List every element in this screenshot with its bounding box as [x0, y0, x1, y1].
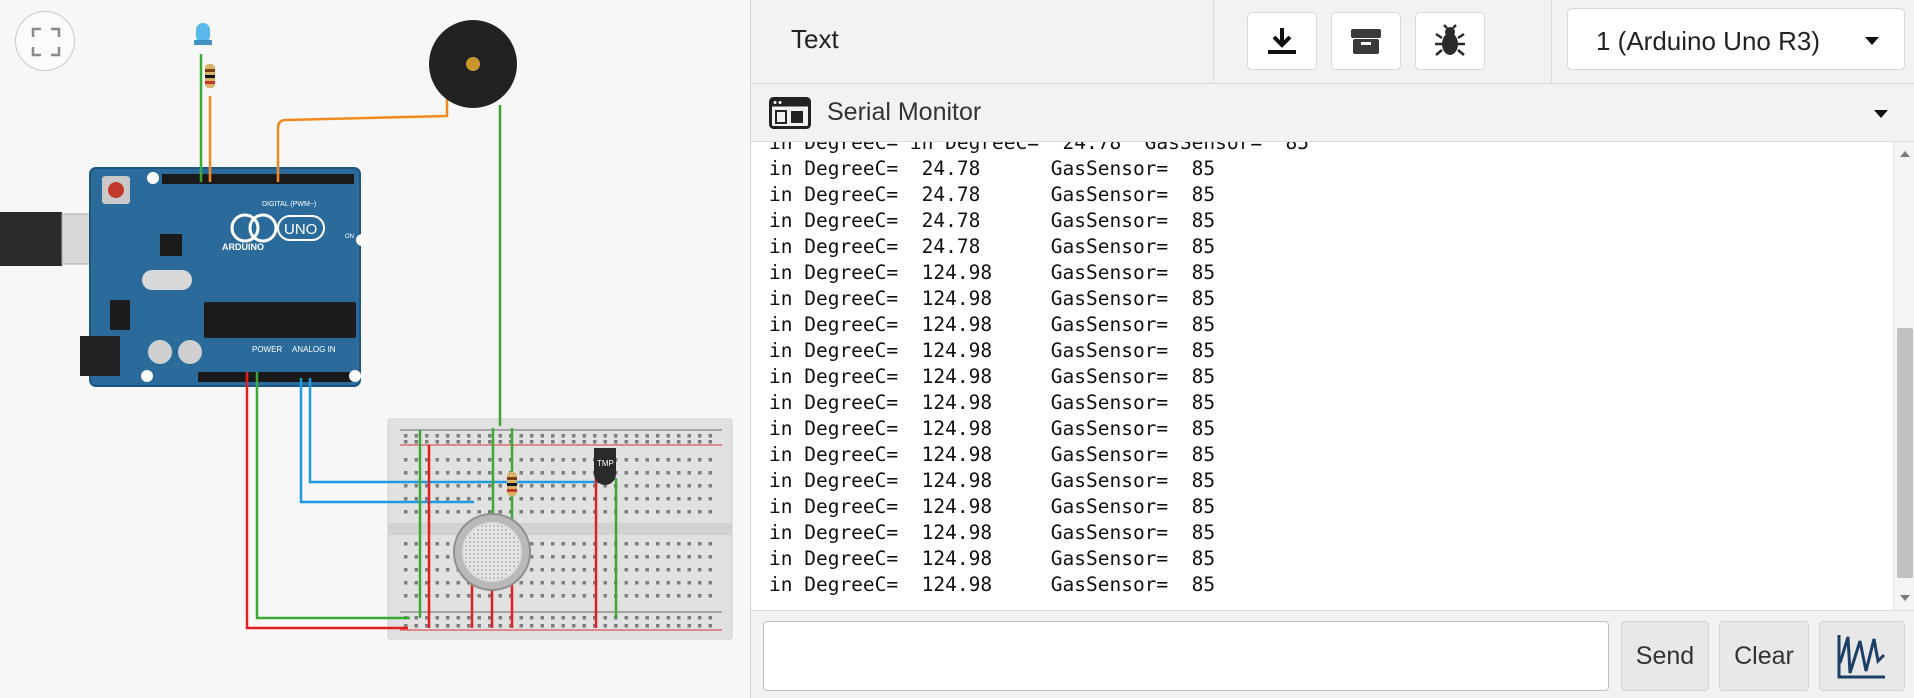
serial-line: in DegreeC= 124.98 GasSensor= 85 [769, 521, 1216, 544]
bug-icon [1435, 24, 1465, 56]
breadboard[interactable] [387, 418, 733, 640]
code-mode-label[interactable]: Text [791, 24, 839, 54]
tmp-sensor-label: TMP [597, 459, 614, 468]
circuit-diagram[interactable]: UNO ARDUINO DIGITAL (PWM~) POWER ANALOG … [0, 0, 750, 698]
code-toolbar: Text 1 (Arduino Uno R3) [751, 0, 1914, 84]
device-select[interactable]: 1 (Arduino Uno R3) [1567, 8, 1905, 70]
power-label: POWER [252, 345, 282, 354]
serial-output[interactable]: in DegreeC= in DegreeC= 24.78 GasSensor=… [751, 142, 1891, 610]
send-button[interactable]: Send [1621, 621, 1709, 691]
fit-to-view-button[interactable] [15, 11, 75, 71]
serial-line: in DegreeC= 124.98 GasSensor= 85 [769, 443, 1216, 466]
led[interactable] [194, 23, 212, 45]
circuit-canvas[interactable]: UNO ARDUINO DIGITAL (PWM~) POWER ANALOG … [0, 0, 750, 698]
fit-to-view-icon [31, 27, 61, 57]
serial-lines: in DegreeC= in DegreeC= 24.78 GasSensor=… [769, 142, 1309, 598]
analog-in-label: ANALOG IN [292, 345, 336, 354]
serial-line: in DegreeC= in DegreeC= 24.78 GasSensor=… [769, 142, 1310, 154]
serial-scrollbar[interactable] [1893, 142, 1914, 610]
plotter-graph-icon [1837, 635, 1886, 679]
scroll-down-icon[interactable] [1899, 594, 1911, 602]
clear-button[interactable]: Clear [1719, 621, 1809, 691]
serial-line: in DegreeC= 24.78 GasSensor= 85 [769, 209, 1216, 232]
serial-line: in DegreeC= 124.98 GasSensor= 85 [769, 391, 1216, 414]
serial-input[interactable] [763, 621, 1609, 691]
graph-button[interactable] [1819, 621, 1905, 691]
toolbar-divider [1551, 0, 1552, 84]
on-led-label: ON [345, 234, 354, 240]
debugger-button[interactable] [1415, 12, 1485, 70]
serial-line: in DegreeC= 124.98 GasSensor= 85 [769, 547, 1216, 570]
serial-line: in DegreeC= 124.98 GasSensor= 85 [769, 469, 1216, 492]
serial-line: in DegreeC= 24.78 GasSensor= 85 [769, 235, 1216, 258]
scroll-up-icon[interactable] [1899, 150, 1911, 158]
board-brand-text: ARDUINO [222, 242, 264, 252]
code-panel: Text 1 (Arduino Uno R3) [750, 0, 1914, 698]
library-box-icon [1351, 29, 1381, 54]
serial-line: in DegreeC= 124.98 GasSensor= 85 [769, 495, 1216, 518]
serial-line: in DegreeC= 124.98 GasSensor= 85 [769, 313, 1216, 336]
scrollbar-thumb[interactable] [1897, 328, 1913, 578]
toolbar-divider [1213, 0, 1214, 84]
arduino-logo-icon [230, 213, 260, 243]
temperature-sensor[interactable]: TMP [594, 448, 616, 485]
serial-line: in DegreeC= 124.98 GasSensor= 85 [769, 573, 1216, 596]
serial-line: in DegreeC= 124.98 GasSensor= 85 [769, 287, 1216, 310]
resistor[interactable] [205, 64, 215, 88]
serial-line: in DegreeC= 24.78 GasSensor= 85 [769, 157, 1216, 180]
serial-monitor-title: Serial Monitor [827, 98, 982, 126]
serial-line: in DegreeC= 124.98 GasSensor= 85 [769, 261, 1216, 284]
board-model-text: UNO [284, 221, 317, 238]
download-icon [1268, 28, 1296, 54]
resistor-breadboard[interactable] [507, 472, 517, 496]
serial-line: in DegreeC= 124.98 GasSensor= 85 [769, 365, 1216, 388]
serial-monitor-header[interactable]: Serial Monitor [751, 84, 1914, 142]
usb-cable [0, 212, 62, 266]
serial-line: in DegreeC= 124.98 GasSensor= 85 [769, 339, 1216, 362]
arduino-board[interactable]: UNO ARDUINO DIGITAL (PWM~) POWER ANALOG … [80, 167, 368, 387]
chevron-down-icon[interactable] [1873, 109, 1889, 119]
download-button[interactable] [1247, 12, 1317, 70]
gas-sensor[interactable] [453, 513, 531, 591]
device-select-value: 1 (Arduino Uno R3) [1596, 26, 1820, 56]
piezo-buzzer[interactable] [429, 20, 517, 108]
serial-input-row: Send Clear [751, 610, 1914, 698]
digital-pins-label: DIGITAL (PWM~) [262, 201, 316, 208]
libraries-button[interactable] [1331, 12, 1401, 70]
chevron-down-icon [1865, 37, 1879, 45]
serial-line: in DegreeC= 24.78 GasSensor= 85 [769, 183, 1216, 206]
serial-line: in DegreeC= 124.98 GasSensor= 85 [769, 417, 1216, 440]
console-window-icon [769, 97, 811, 129]
